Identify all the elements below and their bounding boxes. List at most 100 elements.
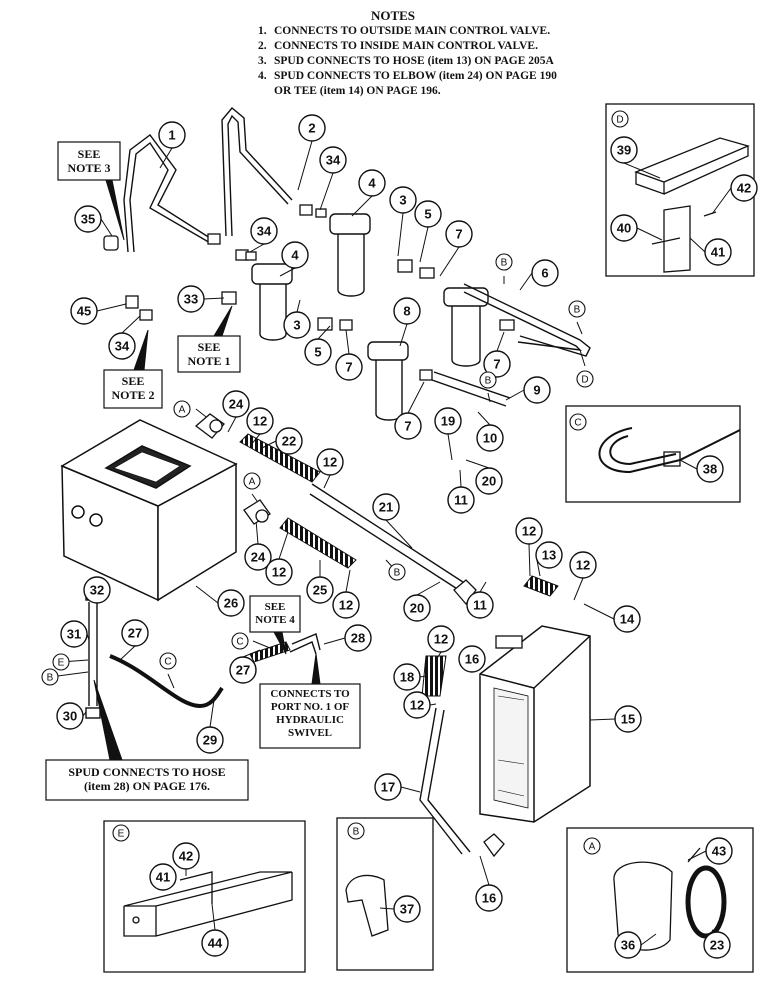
part-number-circle bbox=[281, 241, 309, 269]
part-number-text: 12 bbox=[339, 598, 353, 613]
part-number-callout: 7 bbox=[335, 353, 363, 381]
part-number-callout: 34 bbox=[250, 217, 278, 245]
part-number-circle bbox=[393, 895, 421, 923]
fittings bbox=[103, 204, 515, 381]
part-number-text: 2 bbox=[308, 121, 315, 136]
part-number-circle bbox=[244, 543, 272, 571]
detail-letter-callout: E bbox=[112, 824, 130, 842]
part-number-text: 34 bbox=[115, 339, 130, 354]
detail-letter-text: C bbox=[236, 637, 243, 648]
part-number-text: 45 bbox=[77, 304, 91, 319]
part-number-callout: 22 bbox=[275, 427, 303, 455]
detail-letter-circle bbox=[112, 824, 130, 842]
part-number-circle bbox=[74, 205, 102, 233]
part-number-callout: 38 bbox=[696, 455, 724, 483]
callout-line: SWIVEL bbox=[288, 727, 332, 739]
part-number-text: 3 bbox=[293, 318, 300, 333]
note-item: 3.SPUD CONNECTS TO HOSE (item 13) ON PAG… bbox=[258, 54, 598, 69]
detail-letter-callout: B bbox=[388, 563, 406, 581]
part-number-circle bbox=[222, 390, 250, 418]
detail-letter-text: B bbox=[485, 376, 492, 387]
part-number-circle bbox=[483, 350, 511, 378]
part-number-callout: 31 bbox=[60, 620, 88, 648]
part-number-callout: 3 bbox=[283, 311, 311, 339]
part-number-circle bbox=[332, 591, 360, 619]
part-number-text: 12 bbox=[410, 698, 424, 713]
part-number-circle bbox=[466, 591, 494, 619]
detail-letter-circle bbox=[569, 413, 587, 431]
part-number-callout: 35 bbox=[74, 205, 102, 233]
part-number-text: 27 bbox=[128, 626, 142, 641]
part-number-callout: 27 bbox=[229, 656, 257, 684]
notes-title: NOTES bbox=[370, 8, 416, 23]
detail-letter-text: E bbox=[118, 829, 125, 840]
callout-line: SPUD CONNECTS TO HOSE bbox=[68, 765, 225, 779]
part-number-callout: 17 bbox=[374, 773, 402, 801]
part-number-callout: 19 bbox=[434, 407, 462, 435]
part-number-callout: 4 bbox=[358, 169, 386, 197]
detail-letter-callout: A bbox=[243, 472, 261, 490]
detail-letter-circle bbox=[173, 400, 191, 418]
detail-box-c bbox=[565, 405, 741, 503]
part-number-circle bbox=[614, 931, 642, 959]
part-number-circle bbox=[447, 486, 475, 514]
part-number-callout: 20 bbox=[475, 467, 503, 495]
pipe-9 bbox=[431, 371, 511, 407]
note-text: CONNECTS TO OUTSIDE MAIN CONTROL VALVE. bbox=[274, 25, 551, 37]
part-number-circle bbox=[121, 619, 149, 647]
part-number-callout: 20 bbox=[403, 594, 431, 622]
part-number-text: 20 bbox=[482, 474, 496, 489]
callout-line: SEE bbox=[198, 340, 221, 354]
part-number-circle bbox=[523, 376, 551, 404]
detail-letter-text: B bbox=[501, 258, 508, 269]
part-number-circle bbox=[610, 214, 638, 242]
part-number-text: 12 bbox=[272, 565, 286, 580]
part-number-callout: 42 bbox=[172, 842, 200, 870]
detail-letter-callout: C bbox=[569, 413, 587, 431]
callout-line: CONNECTS TO bbox=[270, 688, 350, 700]
part-number-callout: 23 bbox=[703, 931, 731, 959]
part-number-circle bbox=[70, 297, 98, 325]
part-number-circle bbox=[445, 220, 473, 248]
part-number-text: 13 bbox=[542, 548, 556, 563]
part-number-circle bbox=[476, 424, 504, 452]
part-number-circle bbox=[149, 863, 177, 891]
part-number-circle bbox=[475, 467, 503, 495]
part-number-text: 33 bbox=[184, 292, 198, 307]
part-number-callout: 10 bbox=[476, 424, 504, 452]
part-number-text: 39 bbox=[617, 143, 631, 158]
pipe-6 bbox=[463, 283, 591, 357]
part-number-callout: 3 bbox=[389, 186, 417, 214]
part-number-text: 41 bbox=[156, 870, 170, 885]
part-number-text: 7 bbox=[455, 227, 462, 242]
part-number-callout: 33 bbox=[177, 285, 205, 313]
part-number-callout: 15 bbox=[614, 705, 642, 733]
part-number-circle bbox=[569, 551, 597, 579]
part-number-callout: 5 bbox=[414, 200, 442, 228]
hose-28-line bbox=[289, 633, 321, 655]
callout-line: SEE bbox=[265, 601, 286, 613]
part-number-text: 12 bbox=[522, 524, 536, 539]
part-number-callout: 28 bbox=[344, 624, 372, 652]
part-number-text: 20 bbox=[410, 601, 424, 616]
detail-letter-circle bbox=[495, 253, 513, 271]
detail-letter-circle bbox=[583, 837, 601, 855]
part-number-text: 4 bbox=[291, 248, 299, 263]
part-number-callout: 32 bbox=[83, 576, 111, 604]
part-number-text: 7 bbox=[345, 360, 352, 375]
callout-line: SEE bbox=[78, 147, 101, 161]
part-number-callout: 7 bbox=[445, 220, 473, 248]
part-number-text: 34 bbox=[326, 153, 341, 168]
detail-letter-callout: C bbox=[231, 632, 249, 650]
detail-letter-callout: D bbox=[611, 110, 629, 128]
part-number-text: 44 bbox=[208, 936, 223, 951]
callout-line: NOTE 1 bbox=[187, 354, 230, 368]
part-number-callout: 11 bbox=[447, 486, 475, 514]
note-number: 3. bbox=[258, 55, 267, 67]
part-number-circle bbox=[394, 412, 422, 440]
detail-box-a bbox=[566, 827, 754, 973]
tube-1 bbox=[123, 134, 213, 253]
part-number-circle bbox=[389, 186, 417, 214]
part-number-circle bbox=[56, 702, 84, 730]
detail-letter-circle bbox=[41, 668, 59, 686]
